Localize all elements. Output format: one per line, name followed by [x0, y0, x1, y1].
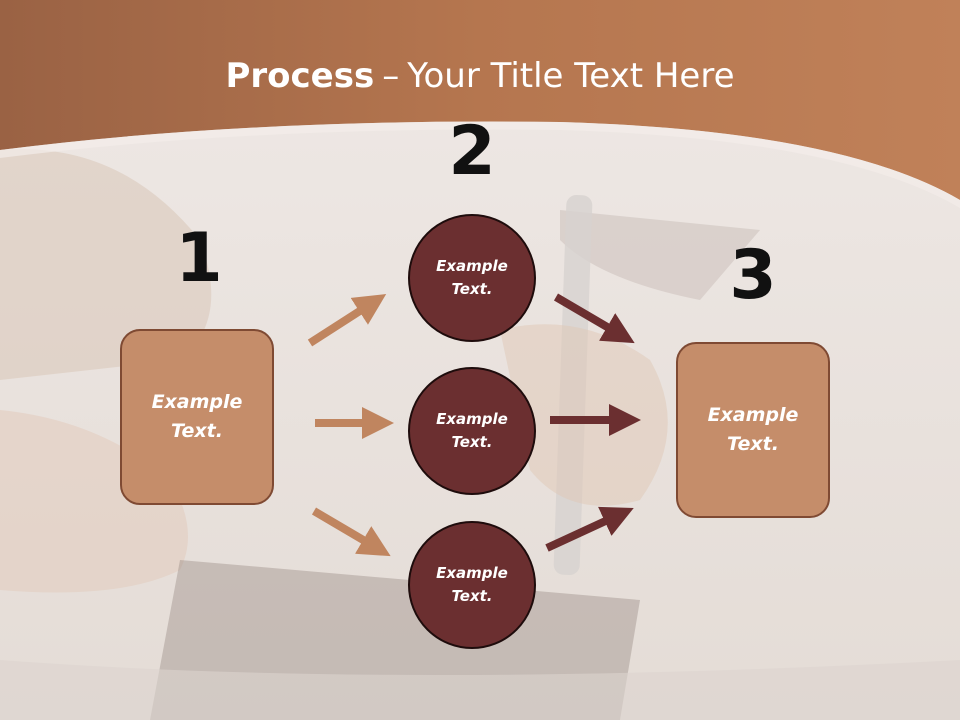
- step-1-text: Example Text.: [151, 391, 243, 442]
- step-2-text-middle: Example Text.: [436, 410, 508, 451]
- step-number-1: 1: [175, 219, 223, 298]
- title-separator: –: [382, 56, 400, 96]
- step-3-text: Example Text.: [707, 404, 799, 455]
- step-number-3: 3: [729, 236, 777, 315]
- title-bold: Process: [225, 56, 375, 96]
- arrow-1-to-bottom: [311, 507, 391, 557]
- arrow-top-to-3: [553, 293, 635, 344]
- step-2-circle-top: Example Text.: [408, 214, 536, 342]
- arrow-bottom-to-3: [545, 506, 634, 552]
- step-2-circle-middle: Example Text.: [408, 367, 536, 495]
- slide-title: Process–Your Title Text Here: [0, 52, 960, 100]
- step-2-text-bottom: Example Text.: [436, 564, 508, 605]
- title-rest: Your Title Text Here: [407, 56, 735, 96]
- step-2-text-top: Example Text.: [436, 257, 508, 298]
- arrow-1-to-top: [307, 294, 387, 347]
- step-3-box: Example Text.: [676, 342, 830, 518]
- step-number-2: 2: [448, 112, 496, 191]
- step-2-circle-bottom: Example Text.: [408, 521, 536, 649]
- step-1-box: Example Text.: [120, 329, 274, 505]
